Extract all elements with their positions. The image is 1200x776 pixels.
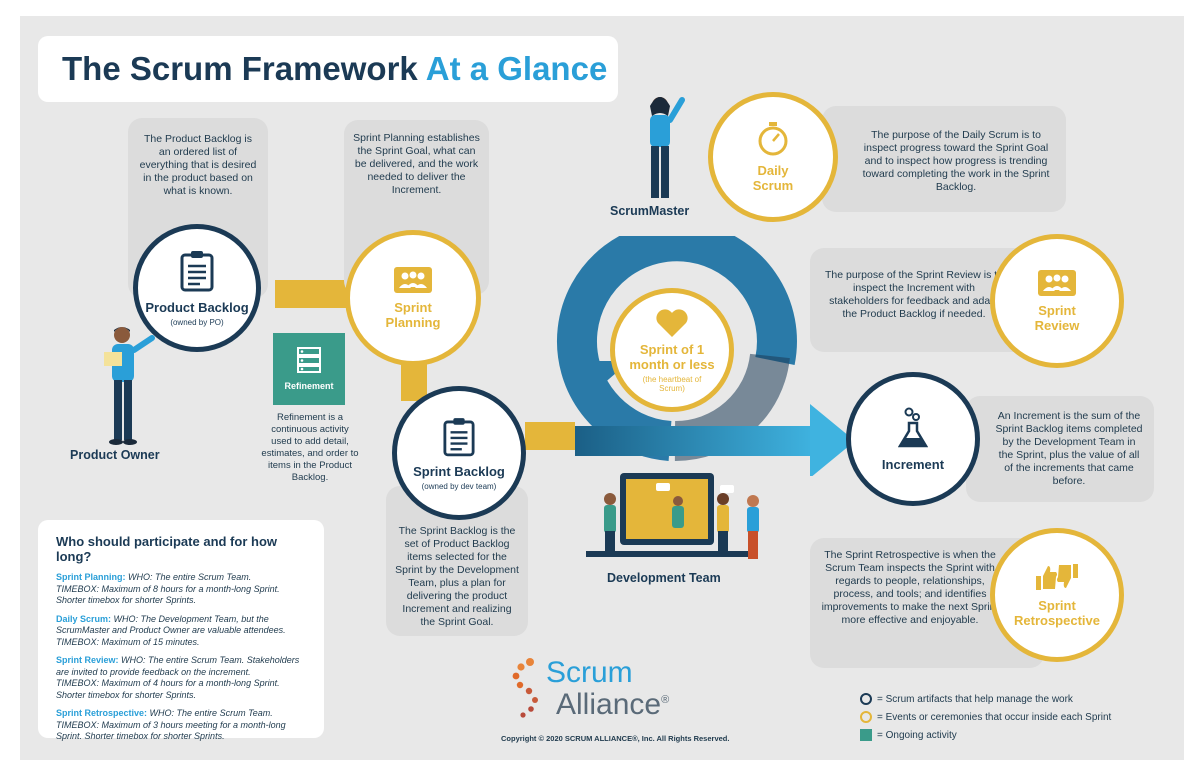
product-backlog-sub: (owned by PO) — [170, 317, 224, 327]
sprint-planning-circle: Sprint Planning — [345, 230, 481, 366]
participation-item-who: WHO: The entire Scrum Team. — [149, 708, 273, 718]
participation-title: Who should participate and for how long? — [56, 534, 277, 564]
sprint-loop-graphic — [557, 236, 855, 476]
participation-item: Sprint Planning: WHO: The entire Scrum T… — [56, 572, 310, 607]
logo-dots-icon — [512, 658, 538, 718]
clipboard-icon — [443, 417, 475, 456]
product-owner-label: Product Owner — [70, 448, 160, 462]
increment-circle: Increment — [846, 372, 980, 506]
clipboard-icon — [180, 250, 214, 291]
participation-item-name: Sprint Retrospective: — [56, 708, 148, 718]
copyright: Copyright © 2020 SCRUM ALLIANCE®, Inc. A… — [501, 734, 730, 743]
logo-line2: Alliance® — [556, 688, 669, 722]
participation-item: Sprint Retrospective: WHO: The entire Sc… — [56, 708, 310, 743]
flask-icon — [898, 407, 928, 447]
participation-item-timebox: TIMEBOX: Maximum of 4 hours for a month-… — [56, 678, 280, 700]
legend-ongoing: = Ongoing activity — [860, 729, 957, 741]
product-backlog-desc: The Product Backlog is an ordered list o… — [139, 133, 257, 197]
page-title: The Scrum Framework At a Glance — [62, 50, 607, 88]
participation-card: Who should participate and for how long?… — [38, 520, 324, 741]
daily-scrum-box — [822, 106, 1066, 212]
development-team-label: Development Team — [607, 571, 721, 585]
people-group-icon — [394, 267, 432, 293]
participation-item-timebox: TIMEBOX: Maximum of 15 minutes. — [56, 636, 200, 647]
increment-desc: An Increment is the sum of the Sprint Ba… — [995, 410, 1143, 487]
title-main: The Scrum Framework — [62, 50, 418, 87]
teal-square-icon — [860, 729, 872, 741]
participation-item-name: Sprint Planning: — [56, 572, 126, 582]
refinement-label: Refinement — [284, 381, 334, 391]
gold-ring-icon — [860, 711, 872, 723]
product-backlog-circle: Product Backlog (owned by PO) — [133, 224, 261, 352]
participation-item-name: Daily Scrum: — [56, 613, 112, 624]
sprint-planning-desc: Sprint Planning establishes the Sprint G… — [353, 132, 480, 196]
product-backlog-label: Product Backlog — [145, 299, 249, 315]
scrum-master-label: ScrumMaster — [610, 204, 690, 218]
logo-line1: Scrum — [546, 656, 633, 689]
sprint-backlog-desc: The Sprint Backlog is the set of Product… — [395, 525, 519, 628]
daily-scrum-label: Daily Scrum — [752, 163, 794, 193]
connector-sprintbacklog-loop — [525, 422, 575, 450]
legend-events: = Events or ceremonies that occur inside… — [860, 711, 1111, 723]
participation-item-who: WHO: The Development Team, but the Scrum… — [56, 613, 286, 636]
sprint-label: Sprint of 1 month or less — [629, 341, 715, 372]
heart-icon — [656, 308, 688, 337]
people-group-icon — [1038, 270, 1076, 296]
sprint-review-desc: The purpose of the Sprint Review is to i… — [824, 269, 1003, 320]
sprint-circle: Sprint of 1 month or less (the heartbeat… — [610, 288, 734, 412]
product-owner-figure — [104, 327, 155, 445]
legend-ongoing-text: = Ongoing activity — [877, 729, 957, 741]
sprint-backlog-circle: Sprint Backlog (owned by dev team) — [392, 386, 526, 520]
increment-label: Increment — [881, 456, 945, 472]
stopwatch-icon — [758, 122, 788, 156]
sprint-planning-label: Sprint Planning — [385, 300, 441, 330]
participation-item-timebox: TIMEBOX: Maximum of 8 hours for a month-… — [56, 583, 280, 606]
sprint-review-label: Sprint Review — [1034, 303, 1080, 333]
legend-events-text: = Events or ceremonies that occur inside… — [877, 711, 1112, 723]
sprint-retro-circle: Sprint Retrospective — [990, 528, 1124, 662]
participation-item: Daily Scrum: WHO: The Development Team, … — [56, 614, 310, 649]
participation-item-who: WHO: The entire Scrum Team. — [128, 572, 252, 582]
navy-ring-icon — [860, 693, 872, 705]
sprint-retro-label: Sprint Retrospective — [1014, 598, 1100, 628]
daily-scrum-circle: Daily Scrum — [708, 92, 838, 222]
title-accent: At a Glance — [425, 50, 608, 87]
participation-item: Sprint Review: WHO: The entire Scrum Tea… — [56, 655, 310, 701]
scrum-alliance-logo: Scrum Alliance® — [510, 656, 690, 726]
poster: The Scrum Framework At a Glance The Prod… — [20, 16, 1184, 760]
sprint-sub: (the heartbeat of Scrum) — [642, 374, 702, 393]
refinement-desc: Refinement is a continuous activity used… — [261, 412, 359, 483]
sprint-backlog-sub: (owned by dev team) — [421, 481, 497, 491]
daily-scrum-desc: The purpose of the Daily Scrum is to ins… — [862, 129, 1050, 193]
sprint-retro-desc: The Sprint Retrospective is when the Scr… — [821, 549, 999, 626]
scrum-master-figure — [650, 97, 685, 198]
thumbs-icon — [1036, 564, 1078, 590]
logo-line2-text: Alliance — [556, 688, 662, 721]
development-team-figure — [586, 473, 759, 559]
increment-box — [966, 396, 1154, 502]
logo-reg: ® — [661, 694, 670, 706]
connector-backlog-planning — [275, 280, 355, 308]
participation-item-who: WHO: The entire Scrum Team. Stakeholders… — [56, 655, 300, 677]
server-icon — [297, 347, 321, 373]
participation-item-name: Sprint Review: — [56, 655, 119, 665]
legend-artifacts: = Scrum artifacts that help manage the w… — [860, 693, 1073, 705]
sprint-review-circle: Sprint Review — [990, 234, 1124, 368]
sprint-backlog-label: Sprint Backlog — [413, 463, 505, 479]
participation-item-timebox: TIMEBOX: Maximum of 3 hours meeting for … — [56, 719, 286, 742]
legend-artifacts-text: = Scrum artifacts that help manage the w… — [877, 693, 1073, 705]
title-card: The Scrum Framework At a Glance — [38, 36, 618, 102]
refinement-tile: Refinement — [273, 333, 345, 405]
